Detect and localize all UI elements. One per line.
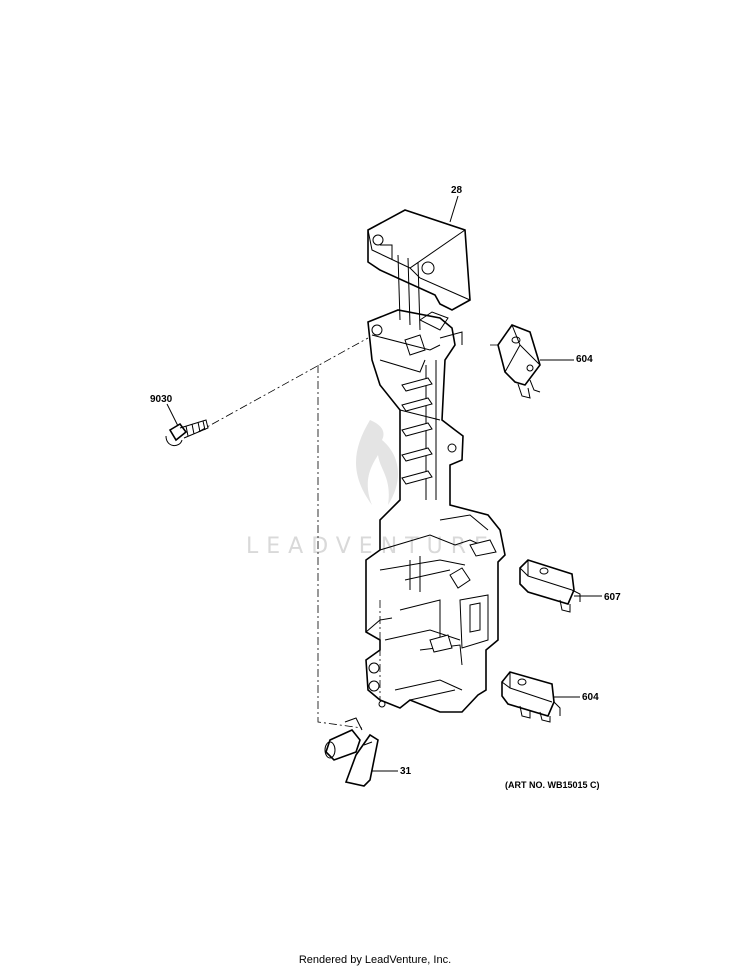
- footer-credit: Rendered by LeadVenture, Inc.: [298, 954, 452, 966]
- callout-28: 28: [451, 185, 463, 196]
- leader-lines: [166, 195, 602, 772]
- door-interlock-bracket: [365, 209, 506, 713]
- watermark-flame-icon: [356, 420, 399, 505]
- lever-31: [324, 717, 379, 787]
- switch-607: [519, 559, 581, 613]
- screw-9030: [165, 419, 209, 446]
- callout-31: 31: [400, 766, 412, 777]
- callout-9030: 9030: [150, 394, 173, 405]
- assembly-guide-lines: [197, 337, 500, 729]
- callout-607: 607: [604, 592, 621, 603]
- art-number: (ART NO. WB15015 C): [505, 780, 600, 790]
- bracket-slats: [401, 377, 433, 485]
- watermark-text: LEADVENTURE: [246, 534, 496, 559]
- callout-604-bottom: 604: [582, 692, 599, 703]
- watermark: LEADVENTURE: [246, 420, 496, 559]
- switch-604-bottom: [501, 671, 561, 723]
- switch-604-top: [497, 324, 541, 399]
- callout-604-top: 604: [576, 354, 593, 365]
